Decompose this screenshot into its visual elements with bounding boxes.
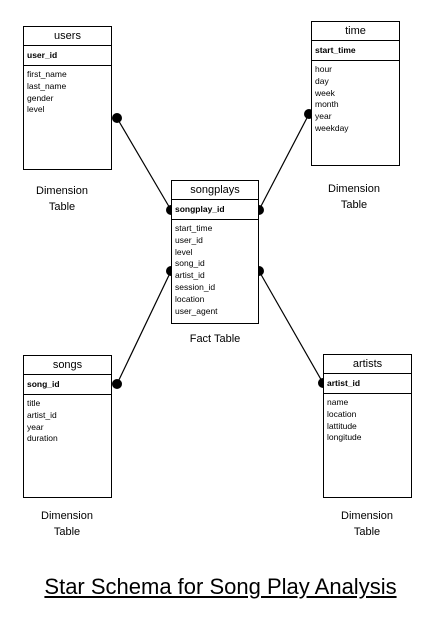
- caption-line: Table: [53, 526, 81, 538]
- songplays-caption: Fact Table: [170, 331, 260, 347]
- caption-line: Dimension: [328, 183, 380, 195]
- time-caption: Dimension Table: [309, 181, 399, 213]
- artists-caption: Dimension Table: [322, 508, 412, 540]
- caption-line: Fact Table: [189, 333, 241, 345]
- column-weekday: weekday: [315, 122, 349, 133]
- column-duration: duration: [27, 433, 58, 444]
- caption-line: Table: [48, 201, 76, 213]
- caption-line: Dimension: [341, 510, 393, 522]
- connector-endpoint-dot: [112, 113, 122, 123]
- table-time-title: time: [312, 22, 399, 41]
- table-artists-primary-key: artist_id: [324, 374, 411, 394]
- column-month: month: [315, 99, 339, 110]
- column-song-id: song_id: [175, 258, 205, 269]
- diagram-title: Star Schema for Song Play Analysis: [44, 574, 397, 599]
- table-users-title: users: [24, 27, 111, 46]
- table-songplays-title: songplays: [172, 181, 258, 200]
- caption-line: Dimension: [36, 185, 88, 197]
- table-time-primary-key: start_time: [312, 41, 399, 61]
- column-location: location: [327, 408, 357, 419]
- column-lattitude: lattitude: [327, 420, 357, 431]
- table-songplays: songplays songplay_id start_time user_id…: [171, 180, 259, 324]
- table-users: users user_id first_name last_name gende…: [23, 26, 112, 170]
- songs-caption: Dimension Table: [22, 508, 112, 540]
- column-start-time: start_time: [175, 223, 213, 233]
- column-first-name: first_name: [27, 69, 67, 79]
- column-year: year: [315, 111, 332, 122]
- column-longitude: longitude: [327, 432, 362, 443]
- column-artist-id: artist_id: [27, 409, 57, 420]
- connector-songs-songplays: [116, 270, 172, 385]
- column-name: name: [327, 397, 349, 407]
- table-artists-title: artists: [324, 355, 411, 374]
- column-week: week: [315, 87, 335, 98]
- column-year: year: [27, 421, 44, 432]
- connector-users-songplays: [116, 117, 172, 211]
- table-songplays-primary-key: songplay_id: [172, 200, 258, 220]
- caption-line: Table: [340, 199, 368, 211]
- column-hour: hour: [315, 64, 333, 74]
- column-level: level: [27, 104, 45, 115]
- table-artists-columns: name location lattitude longitude: [324, 394, 411, 444]
- table-users-primary-key: user_id: [24, 46, 111, 66]
- column-gender: gender: [27, 92, 54, 103]
- caption-line: Dimension: [41, 510, 93, 522]
- table-songs-columns: title artist_id year duration: [24, 395, 111, 445]
- connector-artists-songplays: [258, 270, 324, 384]
- column-session-id: session_id: [175, 281, 216, 292]
- users-caption: Dimension Table: [17, 183, 107, 215]
- table-artists: artists artist_id name location lattitud…: [323, 354, 412, 498]
- table-songplays-columns: start_time user_id level song_id artist_…: [172, 220, 258, 317]
- table-users-columns: first_name last_name gender level: [24, 66, 111, 116]
- table-songs-primary-key: song_id: [24, 375, 111, 395]
- column-day: day: [315, 75, 329, 86]
- column-artist-id: artist_id: [175, 270, 205, 281]
- connector-time-songplays: [258, 113, 310, 211]
- connector-endpoint-dot: [112, 379, 122, 389]
- column-location: location: [175, 293, 205, 304]
- column-level: level: [175, 246, 193, 257]
- table-time-columns: hour day week month year weekday: [312, 61, 399, 135]
- column-user-agent: user_agent: [175, 305, 218, 316]
- table-time: time start_time hour day week month year…: [311, 21, 400, 166]
- column-title: title: [27, 398, 41, 408]
- table-songs: songs song_id title artist_id year durat…: [23, 355, 112, 498]
- column-last-name: last_name: [27, 80, 67, 91]
- caption-line: Table: [353, 526, 381, 538]
- column-user-id: user_id: [175, 234, 203, 245]
- table-songs-title: songs: [24, 356, 111, 375]
